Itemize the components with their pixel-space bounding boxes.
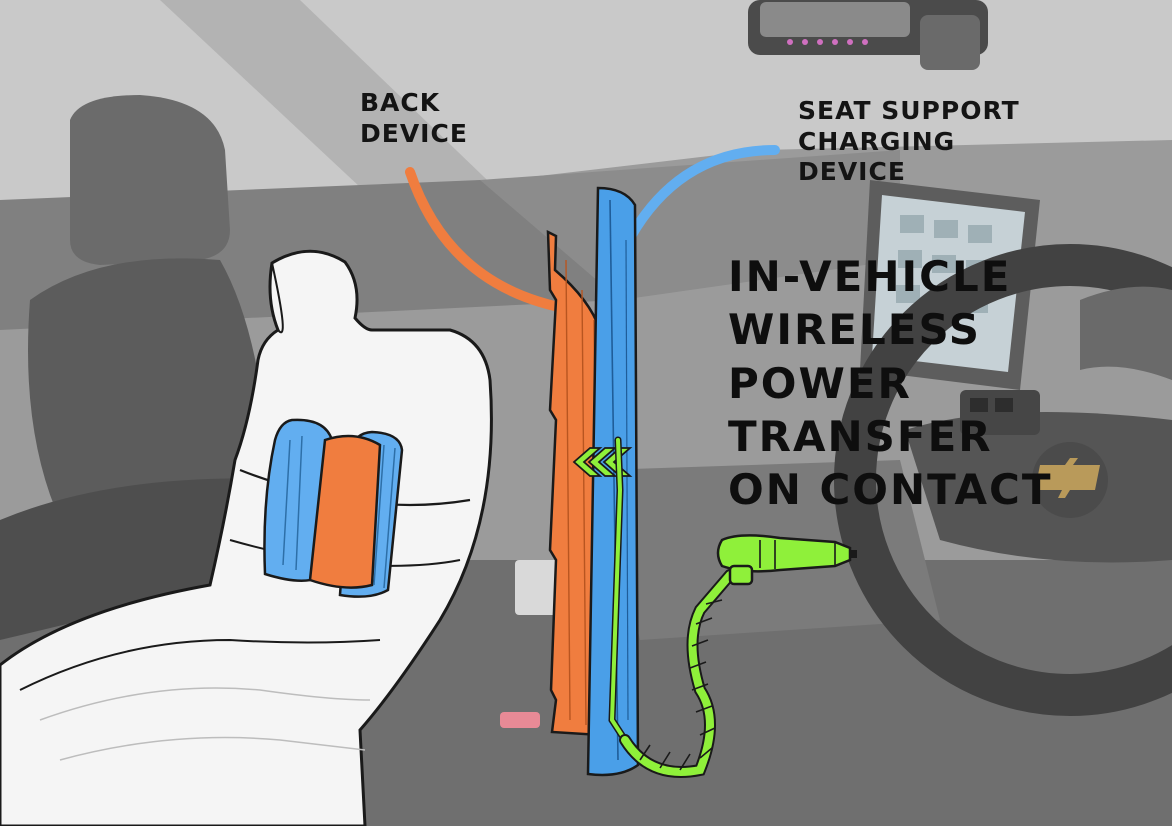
headline-line-5: ON CONTACT	[728, 465, 1053, 515]
headline-line-3: POWER	[728, 358, 912, 408]
back-device-label-line-2: DEVICE	[360, 118, 468, 148]
headline-line-1: IN-VEHICLE	[728, 252, 1012, 301]
steering-wheel	[834, 244, 1172, 716]
seat-support-label: SEAT SUPPORT CHARGING DEVICE	[798, 96, 1020, 188]
seat-support-label-line-3: DEVICE	[798, 157, 906, 186]
headline-line-2: WIRELESS	[728, 305, 982, 355]
seat-support-leader-line	[625, 145, 780, 243]
charger-cable	[608, 436, 736, 778]
steering-wheel-emblem-icon	[1035, 458, 1100, 498]
seat-support-label-line-2: CHARGING	[798, 126, 956, 156]
back-device-label: BACK DEVICE	[360, 88, 468, 149]
headline-line-4: TRANSFER	[728, 411, 993, 461]
back-device-leader-line	[405, 167, 580, 315]
headline: IN-VEHICLE WIRELESS POWER TRANSFER ON CO…	[728, 250, 1053, 517]
rearview-mirror	[748, 0, 988, 70]
seat-cushion-illustration	[263, 418, 404, 598]
back-device-label-line-1: BACK	[360, 88, 441, 117]
car-charger-plug-icon	[716, 534, 857, 586]
seat-support-label-line-1: SEAT SUPPORT	[798, 96, 1020, 125]
